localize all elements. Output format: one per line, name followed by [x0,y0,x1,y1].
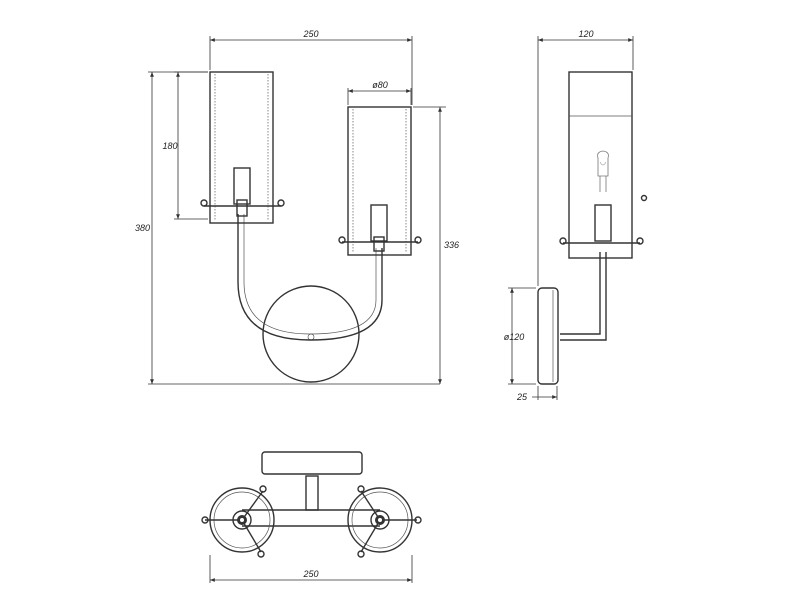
top-view: 250 [201,451,422,583]
side-depth-dimension: 120 [537,29,634,286]
front-plate-boss [307,333,315,341]
front-arm [237,214,383,341]
side-arm [560,252,607,341]
front-width-label: 250 [302,29,318,39]
left-socket [233,167,251,205]
right-ring-knob-r [414,236,422,244]
right-ring-knob-l [338,236,346,244]
right-socket-cap [373,236,385,252]
backplate-diameter-label: ø120 [504,332,525,342]
shade-height-dimension: 180 [162,71,208,220]
left-socket-cap [236,199,248,217]
shade-diameter-label: ø80 [372,80,388,90]
top-stem [305,475,319,511]
front-view: 250 ø80 180 380 336 [135,29,459,385]
side-depth-label: 120 [578,29,593,39]
side-backplate [537,287,559,385]
top-left-shade [201,485,275,558]
top-width-dimension: 250 [209,555,413,583]
backplate-thickness-dimension: 25 [516,386,558,402]
top-backplate [261,451,363,475]
total-height-label: 380 [135,223,150,233]
right-shade [347,106,412,256]
shade-diameter-dimension: ø80 [347,80,412,105]
right-height-dimension: 336 [413,106,459,384]
right-height-label: 336 [444,240,459,250]
top-width-label: 250 [302,569,318,579]
left-ring-knob-l [200,199,208,207]
front-wall-plate [262,285,360,383]
side-ring-knob-r [636,237,644,245]
side-view: 120 ø120 25 [504,29,648,402]
front-width-dimension: 250 [209,29,413,105]
front-arm-inner [243,214,377,335]
backplate-diameter-dimension: ø120 [504,287,536,385]
side-bulb [597,150,609,192]
total-height-dimension: 380 [135,71,440,385]
top-right-shade [347,485,422,558]
side-socket [594,204,612,242]
left-shade [209,71,274,224]
side-top-knob [640,194,648,202]
backplate-thickness-label: 25 [516,392,528,402]
side-ring-knob-l [559,237,567,245]
left-ring-knob-r [277,199,285,207]
shade-height-label: 180 [162,141,177,151]
right-socket [370,204,388,242]
